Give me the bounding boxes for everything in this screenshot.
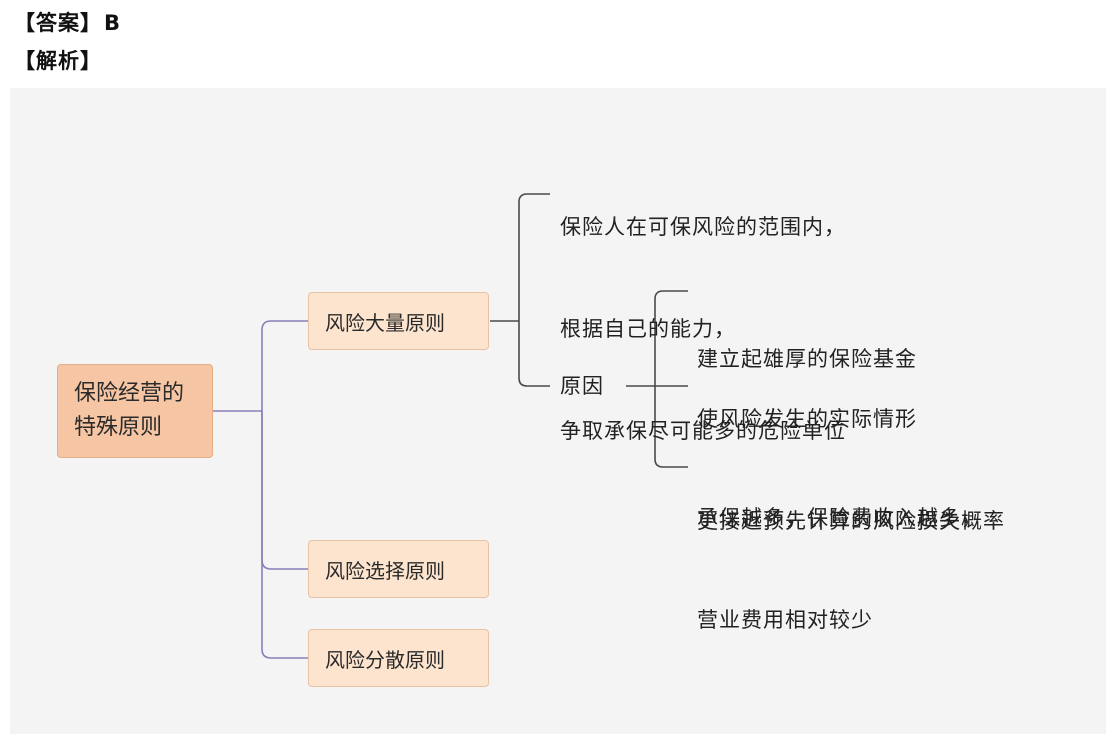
- answer-label: 【答案】: [14, 11, 102, 35]
- root-connectors: [213, 320, 308, 659]
- mindmap-diagram: 保险经营的 特殊原则 风险大量原则 风险选择原则 风险分散原则 保险人在可保风险…: [10, 88, 1106, 734]
- description-line-2: 根据自己的能力，: [560, 317, 736, 341]
- branch-large-numbers: 风险大量原则: [308, 292, 489, 350]
- branch-risk-dispersion-label: 风险分散原则: [325, 647, 445, 672]
- root-node: 保险经营的 特殊原则: [57, 364, 213, 458]
- connector-reason-to-cost: [654, 386, 688, 468]
- connector-root-to-large: [261, 320, 308, 411]
- large-numbers-description: 保险人在可保风险的范围内， 根据自己的能力， 争取承保尽可能多的危险单位: [560, 142, 846, 516]
- reason-probability-line-1: 使风险发生的实际情形: [697, 407, 917, 431]
- root-line-1: 保险经营的: [74, 381, 185, 406]
- reason-probability-line-2: 更接近预先计算的风险损失概率: [697, 509, 1005, 533]
- branch-risk-dispersion: 风险分散原则: [308, 629, 489, 687]
- reason-probability: 使风险发生的实际情形 更接近预先计算的风险损失概率: [697, 334, 1005, 606]
- connector-large-to-description: [518, 193, 550, 321]
- reason-fund-line-1: 建立起雄厚的保险基金: [697, 347, 917, 371]
- branch-risk-selection-label: 风险选择原则: [325, 558, 445, 583]
- answer-value: B: [104, 11, 122, 35]
- reason-fund: 建立起雄厚的保险基金: [697, 274, 917, 444]
- description-line-1: 保险人在可保风险的范围内，: [560, 215, 846, 239]
- reason-cost-line-2: 营业费用相对较少: [697, 608, 873, 632]
- answer-line: 【答案】B: [14, 7, 121, 37]
- analysis-label: 【解析】: [14, 49, 102, 73]
- connector-root-to-dispersion: [261, 411, 308, 659]
- connector-reason-to-fund: [654, 290, 688, 386]
- sub-connectors: [490, 193, 688, 468]
- branch-risk-selection: 风险选择原则: [308, 540, 489, 598]
- description-line-3: 争取承保尽可能多的危险单位: [560, 419, 846, 443]
- reason-cost: 承保越多，保险费收入越多， 营业费用相对较少: [697, 433, 983, 705]
- root-line-2: 特殊原则: [74, 415, 163, 440]
- analysis-line: 【解析】: [14, 45, 102, 75]
- reason-label: 原因: [560, 374, 604, 398]
- connector-large-to-reason: [518, 321, 550, 387]
- reason-cost-line-1: 承保越多，保险费收入越多，: [697, 506, 983, 530]
- branch-large-numbers-label: 风险大量原则: [325, 310, 445, 335]
